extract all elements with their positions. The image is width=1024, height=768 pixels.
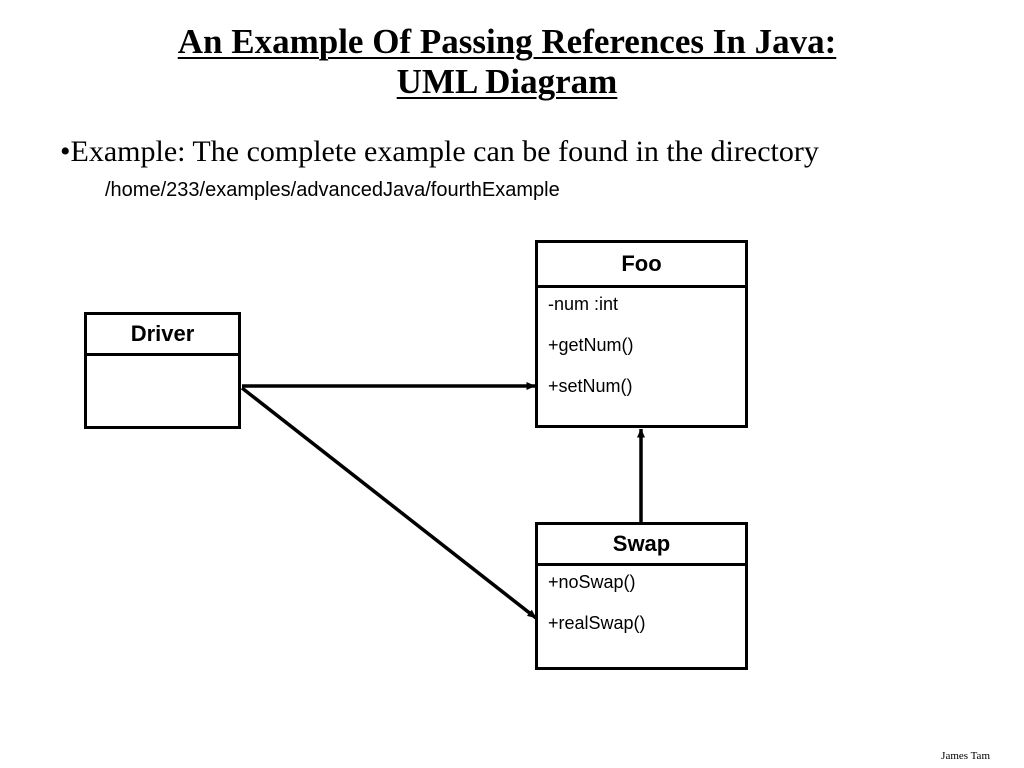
author-footer: James Tam [941,750,990,762]
uml-class-members: +noSwap() +realSwap() [538,566,745,654]
driver-to-swap-arrow [240,386,538,620]
uml-method: +getNum() [548,335,634,355]
uml-class-foo: Foo -num :int +getNum() +setNum() [535,240,748,428]
slide-title: An Example Of Passing References In Java… [0,22,1014,102]
bullet-text: •Example: The complete example can be fo… [60,135,819,168]
uml-class-name: Foo [538,243,745,288]
uml-method: +realSwap() [548,613,646,633]
uml-class-driver: Driver [84,312,241,429]
uml-method: +setNum() [548,376,633,396]
uml-class-name: Driver [87,315,238,356]
uml-class-swap: Swap +noSwap() +realSwap() [535,522,748,670]
uml-class-members: -num :int +getNum() +setNum() [538,288,745,417]
uml-method: +noSwap() [548,572,636,592]
uml-class-members [87,356,238,362]
slide-title-line-1: An Example Of Passing References In Java… [177,22,837,61]
slide-title-line-2: UML Diagram [396,62,618,101]
uml-class-name: Swap [538,525,745,566]
uml-attribute: -num :int [548,294,619,314]
directory-path: /home/233/examples/advancedJava/fourthEx… [105,179,560,201]
